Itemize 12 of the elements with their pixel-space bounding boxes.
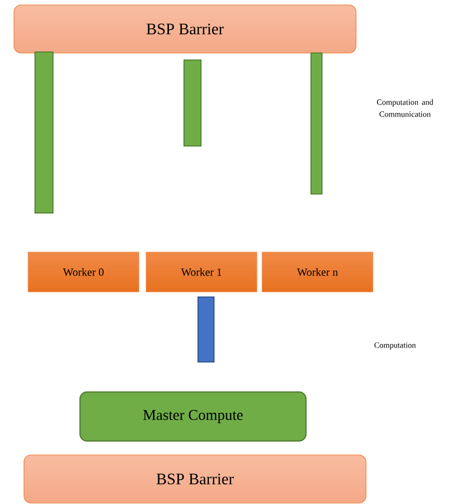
bar: [34, 52, 54, 214]
worker-box: Worker n: [262, 252, 374, 292]
barrier-box: BSP Barrier: [24, 454, 366, 504]
bar: [310, 52, 322, 194]
worker-box: Worker 1: [146, 252, 258, 292]
side-label: Computation and Communication: [377, 99, 434, 117]
side-label: Computation: [374, 342, 416, 350]
barrier-box: BSP Barrier: [14, 4, 356, 54]
bar: [184, 60, 202, 146]
bar: [198, 296, 214, 362]
worker-box: Worker 0: [28, 252, 140, 292]
master-box: Master Compute: [79, 391, 307, 442]
